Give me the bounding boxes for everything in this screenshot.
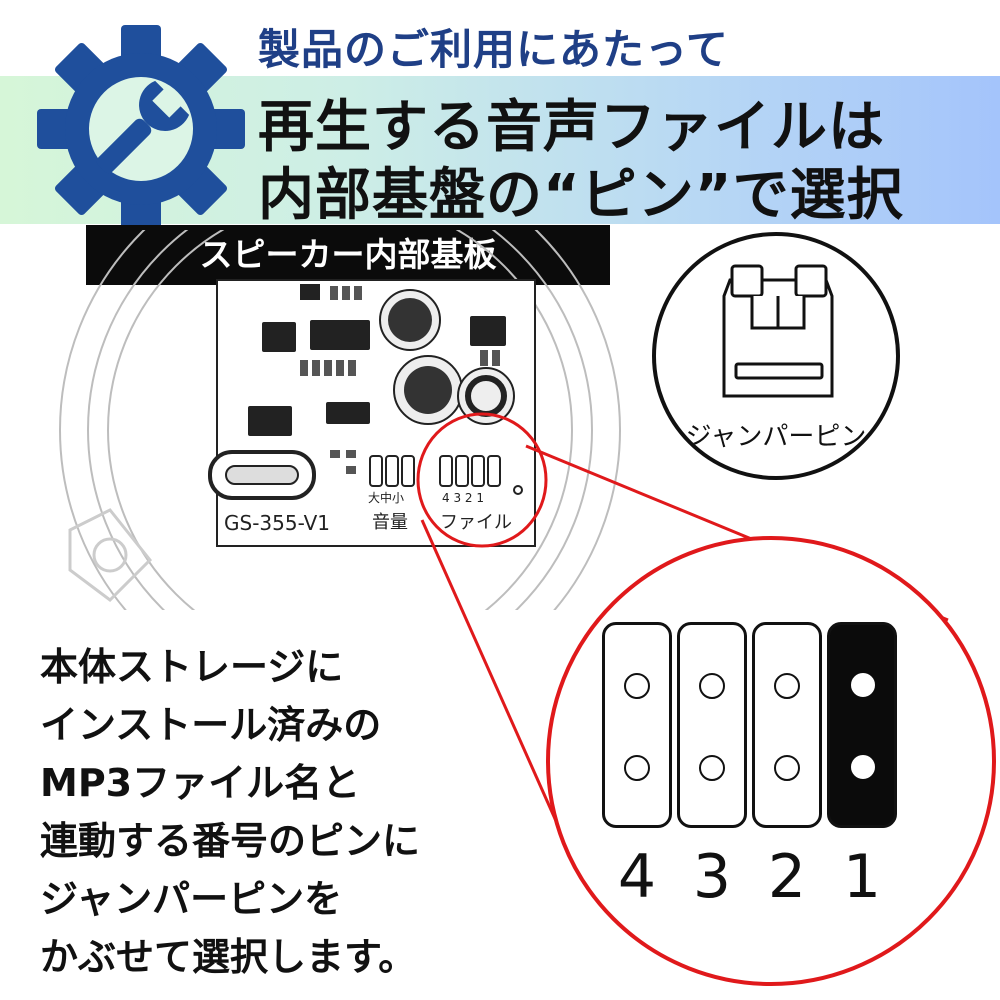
speaker-board-illustration: GS-355-V1 大中小 音量 4 3 2 1 ファイル (59, 230, 621, 610)
file-label-text: ファイル (440, 512, 512, 533)
pin-hole (774, 755, 800, 781)
description-line: かぶせて選択します。 (40, 935, 417, 979)
volume-label-text: 音量 (372, 512, 408, 533)
pin-hole (699, 673, 725, 699)
file-pin-2 (752, 622, 822, 828)
file-pin-zoom: 4 3 2 1 (546, 536, 996, 986)
pin-number: 4 (617, 842, 657, 912)
file-pin-4 (602, 622, 672, 828)
description-line: 本体ストレージに (40, 645, 344, 689)
file-marks-text: 4 3 2 1 (442, 491, 484, 505)
description-text: 本体ストレージに インストール済みの MP3ファイル名と 連動する番号のピンに … (40, 638, 420, 986)
jumper-pin-label: ジャンパーピン (685, 422, 867, 452)
page-subtitle: 製品のご利用にあたって (258, 25, 729, 74)
page-title-line-1: 再生する音声ファイルは (258, 95, 885, 160)
jumper-pin-inset: ジャンパーピン (652, 232, 900, 480)
description-line: インストール済みの (40, 703, 382, 747)
pin-number: 3 (692, 842, 732, 912)
jumper-pin-icon (722, 264, 834, 398)
page-title-line-2: 内部基盤の“ピン”で選択 (258, 163, 904, 228)
pin-number: 1 (842, 842, 882, 912)
gear-wrench-icon (32, 20, 250, 238)
pin-hole (624, 673, 650, 699)
pin-hole (699, 755, 725, 781)
file-pin-1 (827, 622, 897, 828)
pin-hole (851, 755, 875, 779)
file-pin-3 (677, 622, 747, 828)
description-line: 連動する番号のピンに (40, 819, 421, 863)
description-line: MP3ファイル名と (40, 761, 361, 805)
pin-hole (624, 755, 650, 781)
pin-hole (851, 673, 875, 697)
board-model-text: GS-355-V1 (224, 511, 330, 535)
pin-number: 2 (767, 842, 807, 912)
volume-marks-text: 大中小 (368, 490, 404, 505)
pin-hole (774, 673, 800, 699)
description-line: ジャンパーピンを (40, 877, 343, 921)
